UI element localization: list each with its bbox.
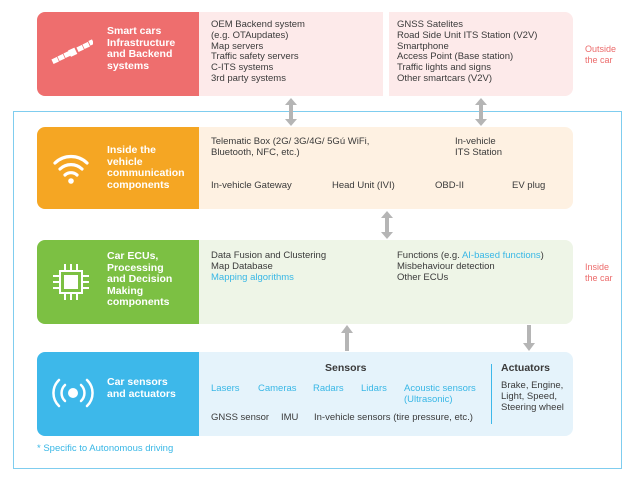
backend-systems-list: OEM Backend system (e.g. OTAupdates) Map… [211, 19, 305, 84]
chip-icon [53, 264, 89, 300]
actuators-list: Brake, Engine, Light, Speed, Steering wh… [501, 380, 564, 413]
sensor-acoustic: Acoustic sensors (Ultrasonic) [404, 383, 476, 405]
head-unit: Head Unit (IVI) [332, 180, 395, 191]
sensors-band-label: Car sensors and actuators [37, 352, 199, 436]
smart-cars-title: Smart cars Infrastructure and Backend sy… [107, 25, 176, 72]
sensor-lasers: Lasers [211, 383, 240, 394]
arrow-sensors-up-icon [341, 325, 353, 351]
wifi-icon [53, 155, 89, 184]
smart-cars-right-panel-bg [389, 12, 573, 96]
infrastructure-list: GNSS Satelites Road Side Unit ITS Statio… [397, 19, 538, 84]
gateway: In-vehicle Gateway [211, 180, 292, 191]
sensors-title: Car sensors and actuators [107, 376, 176, 400]
actuators-heading: Actuators [501, 362, 551, 374]
communication-title: Inside the vehicle communication compone… [107, 144, 185, 191]
autonomous-driving-footnote: * Specific to Autonomous driving [37, 443, 174, 454]
obd-ii: OBD-II [435, 180, 465, 191]
ecus-title: Car ECUs, Processing and Decision Making… [107, 250, 173, 308]
sensor-imu: IMU [281, 412, 299, 423]
arrow-comm-to-ecus [381, 211, 393, 239]
mapping-algorithms-ad: Mapping algorithms [211, 271, 294, 283]
ecus-right-list: Functions (e.g. AI-based functions) Misb… [397, 250, 544, 283]
ai-functions-ad: AI-based functions [461, 250, 541, 261]
outside-car-label: Outside the car [585, 44, 617, 65]
ecus-band-label: Car ECUs, Processing and Decision Making… [37, 240, 199, 324]
inside-car-label: Inside the car [585, 262, 613, 283]
smart-cars-left-panel-bg [199, 12, 383, 96]
satellite-icon [51, 39, 93, 64]
sensors-heading: Sensors [325, 362, 367, 374]
telematic-box: Telematic Box (2G/ 3G/4G/ 5Gú WiFi, Blue… [211, 136, 370, 158]
functions-line: Functions (e.g. AI-based functions) [397, 250, 544, 261]
sensor-radars: Radars [313, 383, 344, 394]
arrow-actuators-down-icon [523, 325, 535, 351]
smart-cars-band-label: Smart cars Infrastructure and Backend sy… [37, 12, 199, 96]
sensor-cameras: Cameras [258, 383, 297, 394]
sensor-gnss: GNSS sensor [211, 412, 270, 423]
sensor-in-vehicle: In-vehicle sensors (tire pressure, etc.) [314, 412, 473, 423]
ecus-panel-bg [199, 240, 573, 324]
arrow-backend-to-comm [285, 98, 297, 126]
communication-band-label: Inside the vehicle communication compone… [37, 127, 199, 209]
ev-plug: EV plug [512, 180, 546, 191]
inside-car-frame [13, 111, 622, 469]
its-station: In-vehicle ITS Station [455, 136, 502, 158]
sensor-signal-icon [52, 378, 94, 408]
sensors-divider [491, 364, 492, 424]
ecus-left-list: Data Fusion and Clustering Map Database … [211, 250, 327, 283]
arrow-infrastructure-to-comm [475, 98, 487, 126]
sensors-panel-bg [199, 352, 573, 436]
sensor-lidars: Lidars [361, 383, 387, 394]
communication-panel-bg [199, 127, 573, 209]
